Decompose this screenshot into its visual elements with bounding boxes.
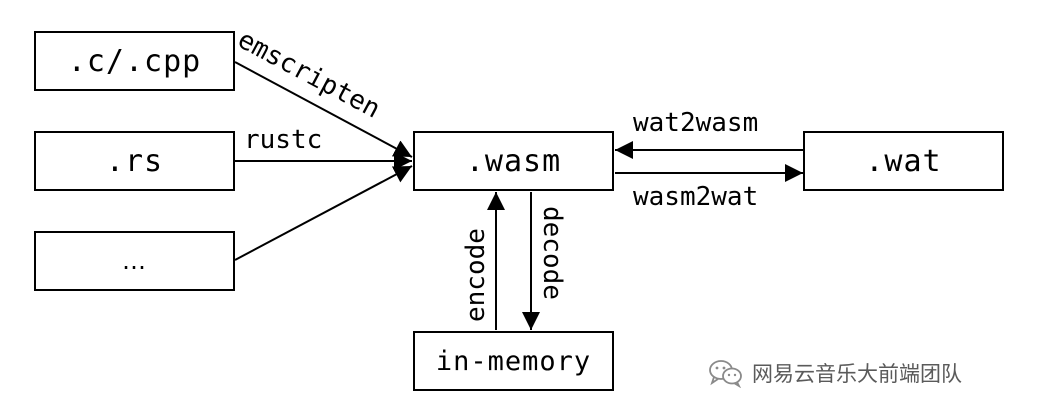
edge-emscripten-arrow [234,61,413,158]
node-rs: .rs [34,131,235,191]
node-more-label: … [122,247,147,275]
edge-label-emscripten: emscripten [233,25,385,125]
node-wasm: .wasm [413,131,614,191]
watermark-text: 网易云音乐大前端团队 [752,362,962,386]
node-more: … [34,231,235,291]
node-rs-label: .rs [105,143,164,179]
edge-label-wasm2wat: wasm2wat [633,182,759,212]
wechat-icon [709,360,742,388]
node-in-memory-label: in-memory [435,345,592,377]
watermark: 网易云音乐大前端团队 [708,358,962,388]
edge-label-encode: encode [461,228,491,322]
node-c-cpp: .c/.cpp [34,31,235,91]
node-wat: .wat [803,131,1004,191]
node-in-memory: in-memory [413,331,614,391]
edge-label-rustc: rustc [244,125,323,155]
node-wat-label: .wat [865,143,942,179]
edge-more-arrow [234,165,413,261]
node-wasm-label: .wasm [465,143,562,179]
edge-label-decode: decode [537,206,567,300]
node-c-cpp-label: .c/.cpp [67,43,202,79]
edge-label-wat2wasm: wat2wasm [633,108,759,138]
